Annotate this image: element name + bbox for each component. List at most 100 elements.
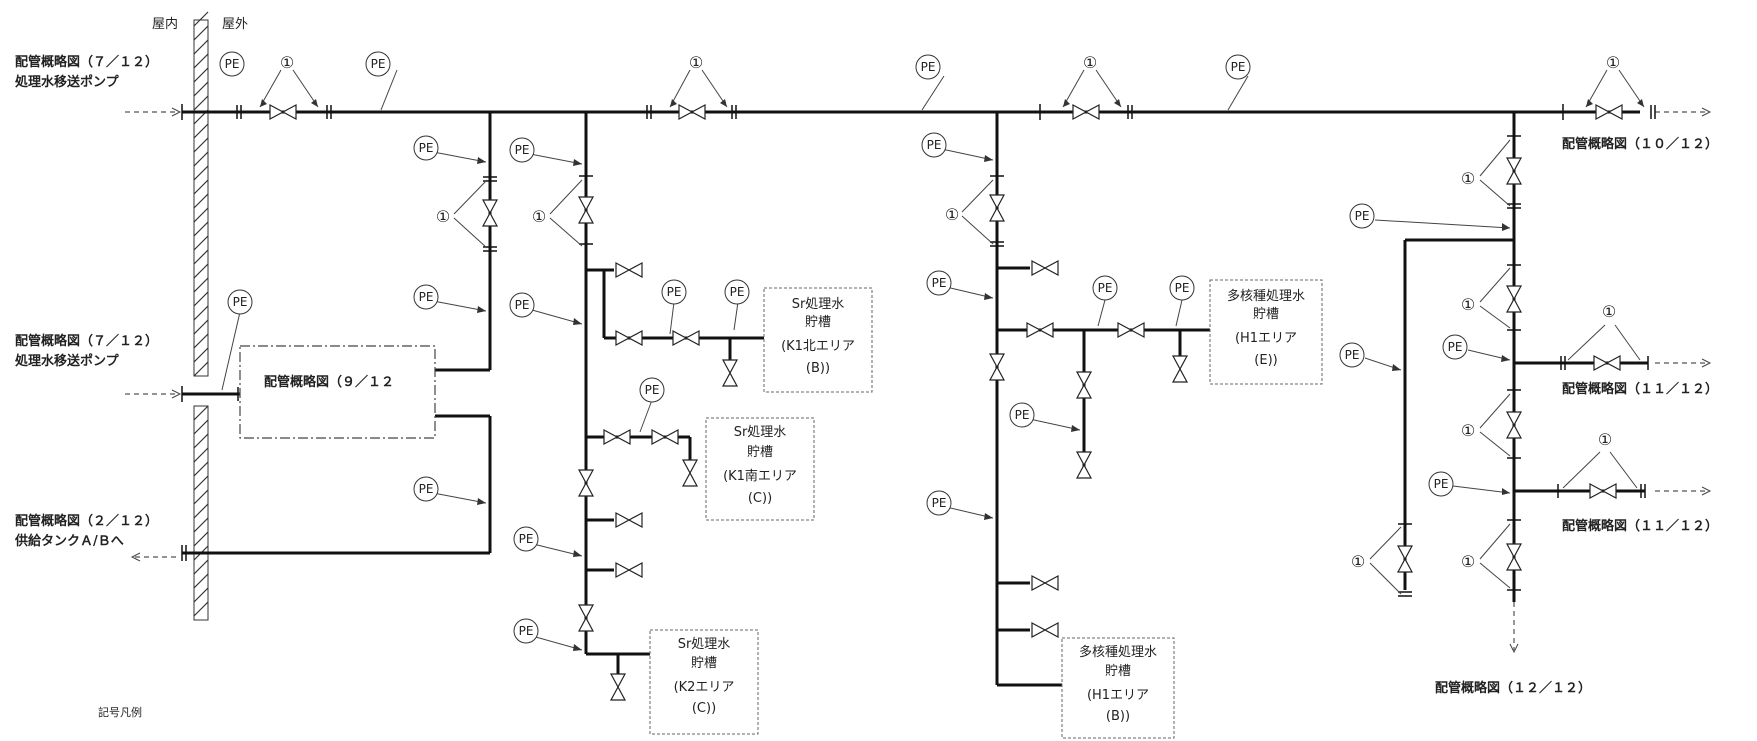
ref-sheet11-b: 配管概略図（１１／１２）: [1562, 518, 1718, 534]
svg-text:(C)): (C)): [748, 491, 772, 506]
tank-h1-e: 多核種処理水 貯槽 (H1エリア (E)): [1209, 279, 1323, 385]
circled-one-marker: ①: [1606, 53, 1620, 72]
pe-marker: PE: [1349, 203, 1375, 229]
pe-marker: PE: [513, 618, 539, 644]
svg-text:PE: PE: [927, 138, 942, 152]
pe-marker: PE: [724, 279, 750, 305]
flow-arrows: [125, 107, 1712, 654]
pe-marker: PE: [219, 51, 245, 77]
circled-one-marker: ①: [280, 53, 294, 72]
ref-sheet2: 配管概略図（２／１２）: [15, 513, 158, 529]
indoor-label: 屋内: [152, 16, 178, 32]
sheet9-area-box: [239, 345, 436, 439]
circled-one-marker: ①: [436, 207, 450, 226]
svg-text:PE: PE: [515, 143, 530, 157]
circled-one-markers: ① ① ① ① ① ① ① ① ① ① ① ① ① ①: [280, 53, 1620, 571]
svg-text:PE: PE: [1098, 281, 1113, 295]
svg-text:PE: PE: [667, 285, 682, 299]
flanges: [181, 104, 1656, 597]
circled-one-marker: ①: [1602, 302, 1616, 321]
legend-title: 記号凡例: [98, 705, 142, 719]
svg-text:PE: PE: [1345, 348, 1360, 362]
svg-text:(C)): (C)): [692, 701, 716, 716]
svg-text:PE: PE: [519, 624, 534, 638]
pe-marker: PE: [1009, 402, 1035, 428]
pe-marker: PE: [1339, 342, 1365, 368]
svg-text:PE: PE: [519, 532, 534, 546]
pe-marker: PE: [509, 137, 535, 163]
circled-one-marker: ①: [1461, 295, 1475, 314]
pe-marker: PE: [1225, 54, 1251, 80]
circled-one-marker: ①: [689, 53, 703, 72]
pe-marker: PE: [509, 292, 535, 318]
pe-marker: PE: [1092, 275, 1118, 301]
pe-marker: PE: [921, 132, 947, 158]
pe-markers: PE PE PE PE PE PE PE PE PE PE PE PE PE P…: [219, 51, 1468, 644]
pe-marker: PE: [365, 51, 391, 77]
ref-sheet11-a: 配管概略図（１１／１２）: [1562, 381, 1718, 397]
svg-text:貯槽: 貯槽: [1105, 664, 1131, 679]
pe-marker: PE: [661, 279, 687, 305]
svg-text:PE: PE: [932, 496, 947, 510]
tank-k2: Sr処理水 貯槽 (K2エリア (C)): [649, 629, 759, 735]
svg-text:PE: PE: [371, 57, 386, 71]
svg-text:PE: PE: [1015, 408, 1030, 422]
svg-text:PE: PE: [1231, 60, 1246, 74]
ref-sheet9: 配管概略図（９／１２: [264, 374, 394, 390]
svg-text:PE: PE: [730, 285, 745, 299]
tank-k1-south: Sr処理水 貯槽 (K1南エリア (C)): [705, 417, 815, 521]
circled-one-marker: ①: [1083, 53, 1097, 72]
svg-text:(K2エリア: (K2エリア: [674, 680, 735, 695]
ref-sheet12: 配管概略図（１２／１２）: [1435, 680, 1591, 696]
circled-one-marker: ①: [1461, 169, 1475, 188]
ref-pump-top: 処理水移送ポンプ: [14, 74, 120, 90]
pe-marker: PE: [926, 490, 952, 516]
circled-one-marker: ①: [532, 207, 546, 226]
ref-sheet7-mid: 配管概略図（７／１２）: [15, 333, 158, 349]
ref-sheet10: 配管概略図（１０／１２）: [1562, 136, 1718, 152]
circled-one-marker: ①: [1461, 552, 1475, 571]
svg-text:(K1南エリア: (K1南エリア: [723, 468, 797, 484]
svg-text:PE: PE: [1355, 209, 1370, 223]
svg-text:PE: PE: [1175, 281, 1190, 295]
pe-marker: PE: [1169, 275, 1195, 301]
pe-marker: PE: [413, 476, 439, 502]
svg-text:PE: PE: [419, 141, 434, 155]
svg-text:PE: PE: [932, 276, 947, 290]
svg-text:貯槽: 貯槽: [1253, 307, 1279, 322]
svg-text:多核種処理水: 多核種処理水: [1079, 644, 1157, 660]
svg-text:PE: PE: [233, 295, 248, 309]
svg-text:PE: PE: [645, 383, 660, 397]
circled-one-marker: ①: [945, 205, 959, 224]
building-wall: [193, 11, 209, 621]
pe-marker: PE: [926, 270, 952, 296]
svg-text:(H1エリア: (H1エリア: [1235, 331, 1297, 346]
svg-text:PE: PE: [1448, 340, 1463, 354]
pe-marker: PE: [639, 377, 665, 403]
circled-one-marker: ①: [1351, 552, 1365, 571]
svg-text:(E)): (E)): [1254, 353, 1277, 368]
svg-text:(K1北エリア: (K1北エリア: [781, 339, 855, 354]
pe-marker: PE: [1428, 471, 1454, 497]
svg-text:(B)): (B)): [806, 361, 830, 376]
pe-marker: PE: [413, 284, 439, 310]
circled-one-marker: ①: [1461, 421, 1475, 440]
svg-text:PE: PE: [419, 482, 434, 496]
ref-supply-tank: 供給タンクＡ/Ｂへ: [14, 533, 124, 549]
svg-text:PE: PE: [419, 290, 434, 304]
svg-text:PE: PE: [225, 57, 240, 71]
pe-marker: PE: [1442, 334, 1468, 360]
svg-text:PE: PE: [921, 60, 936, 74]
svg-text:貯槽: 貯槽: [691, 656, 717, 671]
pe-marker: PE: [413, 135, 439, 161]
svg-text:貯槽: 貯槽: [805, 315, 831, 330]
svg-text:(H1エリア: (H1エリア: [1087, 688, 1149, 703]
svg-text:貯槽: 貯槽: [747, 445, 773, 460]
valves: [269, 103, 1623, 701]
pe-marker: PE: [513, 526, 539, 552]
svg-text:多核種処理水: 多核種処理水: [1227, 288, 1305, 304]
leader-arrowheads: [260, 99, 1644, 651]
tank-h1-b: 多核種処理水 貯槽 (H1エリア (B)): [1061, 637, 1175, 739]
svg-text:PE: PE: [1434, 477, 1449, 491]
